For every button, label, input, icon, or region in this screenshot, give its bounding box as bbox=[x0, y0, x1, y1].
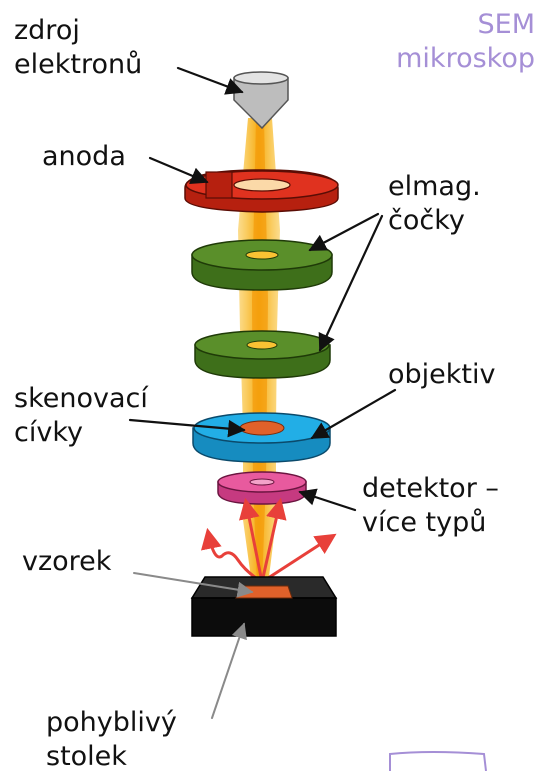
label-objective: objektiv bbox=[388, 358, 495, 392]
label-anode: anoda bbox=[42, 140, 126, 174]
pointer-source bbox=[176, 66, 244, 95]
label-stage: pohyblivý stolek bbox=[46, 706, 177, 774]
detector bbox=[217, 471, 307, 505]
pointer-sample bbox=[133, 572, 254, 598]
label-electron-source-line-1: zdroj bbox=[14, 15, 80, 46]
objective-lens bbox=[192, 412, 331, 463]
movable-stage bbox=[190, 576, 338, 637]
anode bbox=[184, 169, 339, 213]
pointer-scanning-coils bbox=[128, 418, 246, 438]
electron-source bbox=[233, 71, 289, 130]
label-detector: detektor – více typů bbox=[362, 472, 499, 540]
label-sample: vzorek bbox=[22, 545, 111, 579]
label-scanning-coils: skenovací cívky bbox=[14, 382, 148, 450]
label-scanning-coils-line-2: cívky bbox=[14, 417, 83, 448]
label-anode-text: anoda bbox=[42, 141, 126, 172]
magnetic-lens-1 bbox=[191, 239, 333, 291]
label-stage-line-2: stolek bbox=[46, 741, 127, 772]
label-objective-text: objektiv bbox=[388, 359, 496, 390]
label-sample-text: vzorek bbox=[22, 546, 112, 577]
label-detector-line-1: detektor – bbox=[362, 473, 499, 504]
pointer-lens-1 bbox=[308, 212, 380, 252]
label-lenses-line-2: čočky bbox=[388, 205, 465, 236]
title-line-2: mikroskop bbox=[396, 43, 535, 74]
label-electron-source-line-2: elektronů bbox=[14, 49, 143, 80]
pointer-detector bbox=[298, 488, 357, 512]
magnetic-lens-2 bbox=[194, 330, 331, 379]
label-electron-source: zdroj elektronů bbox=[14, 14, 142, 82]
pointer-anode bbox=[148, 156, 209, 184]
label-lenses-line-1: elmag. bbox=[388, 171, 481, 202]
label-detector-line-2: více typů bbox=[362, 507, 487, 538]
sample bbox=[235, 585, 293, 599]
pointer-lens-2 bbox=[318, 214, 384, 352]
frame-fragment bbox=[389, 751, 487, 771]
pointer-objective bbox=[310, 388, 397, 440]
diagram-title: SEM mikroskop bbox=[396, 8, 535, 76]
scanning-coils bbox=[239, 420, 285, 436]
pointer-stage bbox=[211, 622, 247, 719]
signal-arrows bbox=[201, 497, 337, 584]
title-line-1: SEM bbox=[477, 9, 536, 40]
label-scanning-coils-line-1: skenovací bbox=[14, 383, 148, 414]
label-stage-line-1: pohyblivý bbox=[46, 707, 177, 738]
label-lenses: elmag. čočky bbox=[388, 170, 481, 238]
